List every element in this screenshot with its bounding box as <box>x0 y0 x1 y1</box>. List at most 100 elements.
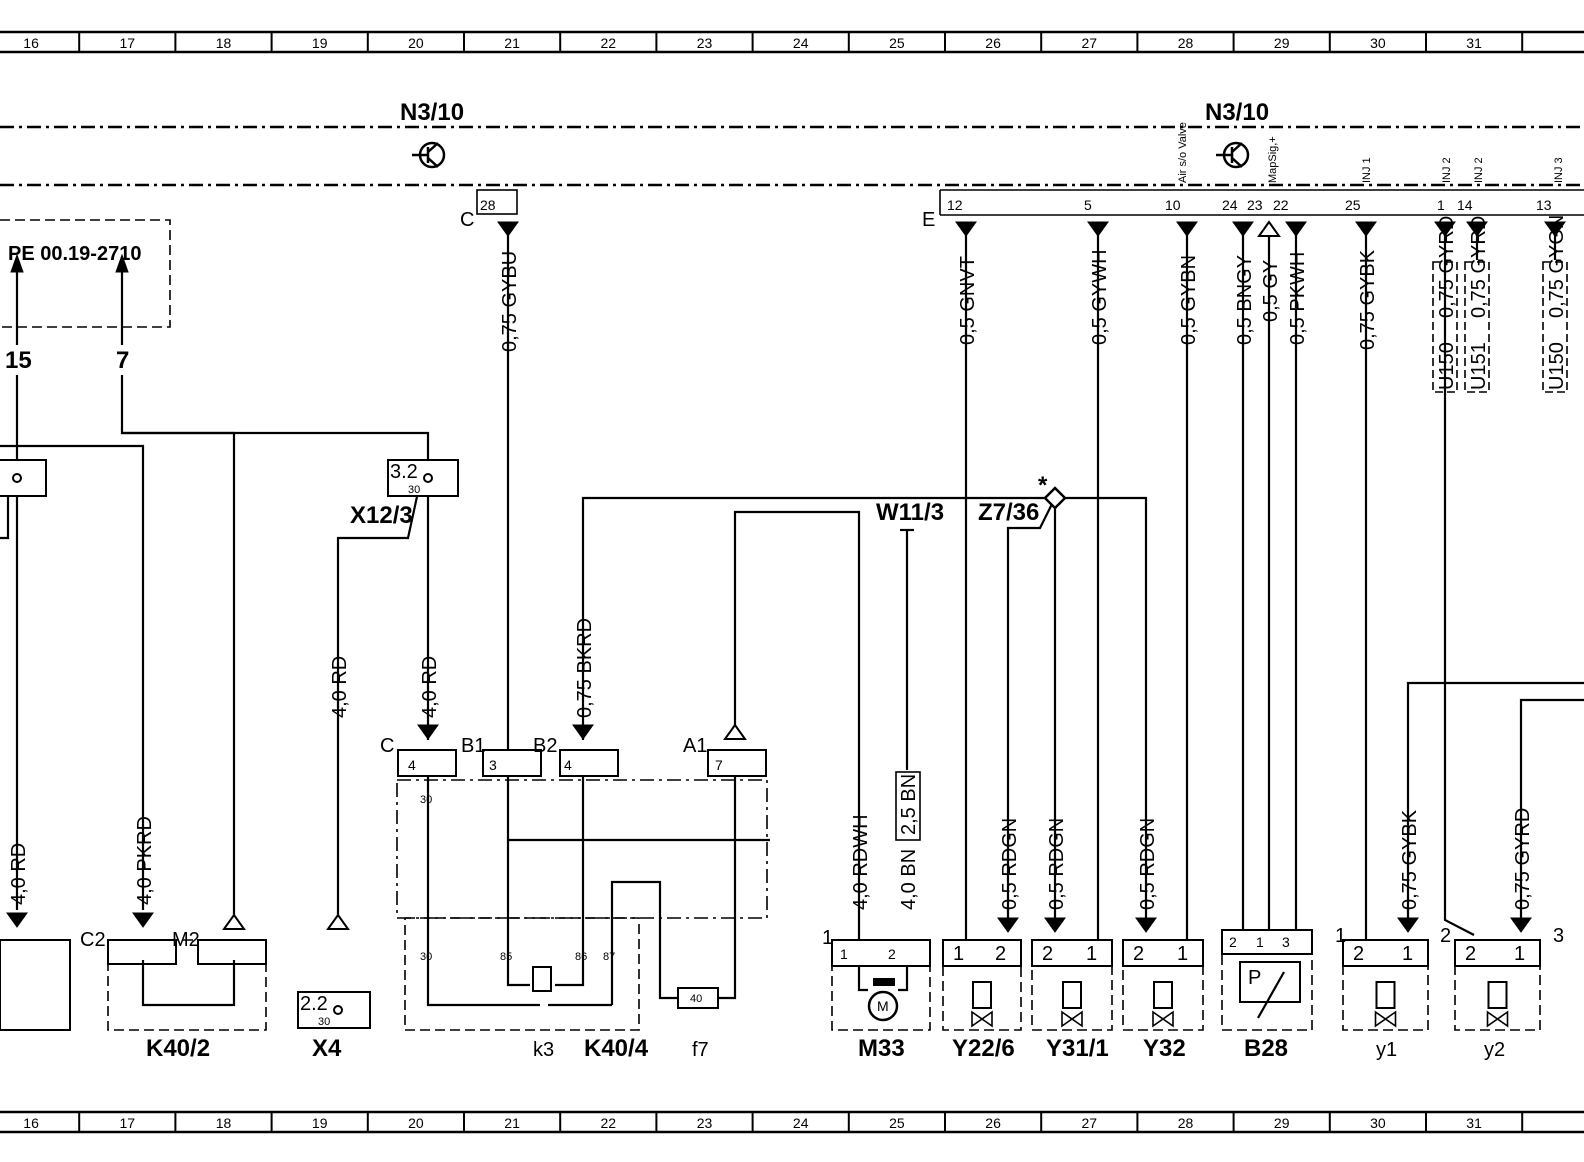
svg-text:85: 85 <box>500 951 512 963</box>
valve-pin: 1 <box>1514 943 1525 965</box>
wire-rd-left: 4,0 RD <box>8 843 30 905</box>
wire-bn: 4,0 BN <box>898 849 920 910</box>
y1-label: y1 <box>1376 1039 1397 1061</box>
valve-icon <box>971 1010 993 1028</box>
y32-label: Y32 <box>1143 1035 1186 1062</box>
svg-text:B2: B2 <box>533 735 557 757</box>
pin-24: 24 <box>1222 197 1238 213</box>
pe-reference: PE 00.19-2710 <box>8 243 141 265</box>
wire-gyrd-1: 0,75 GYRD <box>1436 216 1458 318</box>
valve-icon <box>1486 1010 1509 1028</box>
bottom-column-31: 31 <box>1466 1115 1482 1131</box>
k40-2-label: K40/2 <box>146 1035 210 1062</box>
bottom-column-24: 24 <box>793 1115 809 1131</box>
top-column-23: 23 <box>697 35 713 51</box>
pin-14: 14 <box>1457 197 1473 213</box>
inj3-label: INJ 3 <box>1553 157 1565 183</box>
valve-pin: 2 <box>1133 943 1144 965</box>
svg-text:30: 30 <box>318 1016 330 1028</box>
top-column-18: 18 <box>216 35 232 51</box>
splice-icon <box>1043 486 1067 510</box>
bottom-column-16: 16 <box>23 1115 39 1131</box>
bottom-column-26: 26 <box>985 1115 1001 1131</box>
valve-pin: 1 <box>953 943 964 965</box>
transistor-icon <box>412 141 446 169</box>
control-unit-n3-10: N3/10 N3/10 C 28 E 12 5 10 24 23 22 <box>0 99 1584 231</box>
x4-label: X4 <box>312 1035 342 1062</box>
k40-4-module: C B1 B2 A1 4 3 4 7 30 30 85 86 87 40 <box>380 735 770 1031</box>
svg-text:C2: C2 <box>80 929 106 951</box>
solenoid-icon <box>1153 981 1173 1009</box>
mapsig-label: MapSig,+ <box>1267 136 1279 183</box>
bottom-column-30: 30 <box>1370 1115 1386 1131</box>
valve-icon <box>1061 1010 1083 1028</box>
bottom-column-17: 17 <box>120 1115 136 1131</box>
top-column-28: 28 <box>1178 35 1194 51</box>
wire-rdgn-1: 0,5 RDGN <box>999 818 1021 910</box>
z7-36-label: Z7/36 <box>978 499 1039 526</box>
bottom-column-28: 28 <box>1178 1115 1194 1131</box>
wire-gybk-2: 0,75 GYBK <box>1399 809 1421 910</box>
top-column-31: 31 <box>1466 35 1482 51</box>
m33-label: M33 <box>858 1035 905 1062</box>
svg-text:2: 2 <box>1229 934 1237 950</box>
star-marker: * <box>1038 472 1048 499</box>
wire-gy: 0,5 GY <box>1260 260 1282 322</box>
svg-text:4: 4 <box>564 757 572 773</box>
ref-7: 7 <box>116 347 129 374</box>
component-labels: X12/3 W11/3 Z7/36 * X4 K40/2 k3 K40/4 f7… <box>146 472 1505 1062</box>
svg-text:2: 2 <box>1440 925 1451 947</box>
svg-text:30: 30 <box>420 951 432 963</box>
solenoid-icon <box>1375 981 1396 1009</box>
air-valve-label: Air s/o Valve <box>1177 122 1189 183</box>
svg-text:40: 40 <box>690 993 702 1005</box>
svg-text:1: 1 <box>1256 934 1264 950</box>
svg-text:86: 86 <box>575 951 587 963</box>
top-column-17: 17 <box>120 35 136 51</box>
svg-text:1: 1 <box>840 946 848 962</box>
top-column-29: 29 <box>1274 35 1290 51</box>
bottom-column-29: 29 <box>1274 1115 1290 1131</box>
wire-bngy: 0,5 BNGY <box>1234 255 1256 345</box>
wire-pkrd: 4,0 PKRD <box>134 816 156 905</box>
valve-pin: 2 <box>1465 943 1476 965</box>
x4-terminal: 2.2 30 <box>297 991 371 1029</box>
bottom-column-25: 25 <box>889 1115 905 1131</box>
right-pin-numbers: 1 2 3 <box>1335 925 1564 947</box>
wire-rd-c4: 4,0 RD <box>419 656 441 718</box>
f7-label: f7 <box>692 1039 709 1061</box>
valve-pin: 1 <box>1177 943 1188 965</box>
valve-pin: 2 <box>1042 943 1053 965</box>
svg-text:1: 1 <box>822 927 833 949</box>
wire-arrows <box>6 220 1566 933</box>
solenoid-icon <box>972 981 992 1009</box>
y31-1-label: Y31/1 <box>1046 1035 1109 1062</box>
top-column-21: 21 <box>504 35 520 51</box>
pin-28: 28 <box>480 197 496 213</box>
pin-23: 23 <box>1247 197 1263 213</box>
svg-text:C: C <box>380 735 394 757</box>
bottom-column-20: 20 <box>408 1115 424 1131</box>
top-column-26: 26 <box>985 35 1001 51</box>
k3-label: k3 <box>533 1039 554 1061</box>
wire-gybn: 0,5 GYBN <box>1178 255 1200 345</box>
svg-text:7: 7 <box>715 757 723 773</box>
wire-gyrd-3: 0,75 GYRD <box>1512 808 1534 910</box>
w11-3-label: W11/3 <box>876 499 944 526</box>
svg-text:P: P <box>1248 967 1261 989</box>
ref-15: 15 <box>5 347 32 374</box>
wire-bkrd: 0,75 BKRD <box>574 618 596 718</box>
pin-13: 13 <box>1536 197 1552 213</box>
valve-pin: 2 <box>995 943 1006 965</box>
wire-gyrd-2: 0,75 GYRD <box>1468 216 1490 318</box>
y2-label: y2 <box>1484 1039 1505 1061</box>
transistor-icon <box>1216 141 1250 169</box>
top-column-30: 30 <box>1370 35 1386 51</box>
wire-rdgn-3: 0,5 RDGN <box>1137 818 1159 910</box>
inj1-label: INJ 1 <box>1361 157 1373 183</box>
wire-labels: 0,75 GYBU 0,5 GNVT 0,5 GYWH 0,5 GYBN 0,5… <box>8 215 1568 910</box>
